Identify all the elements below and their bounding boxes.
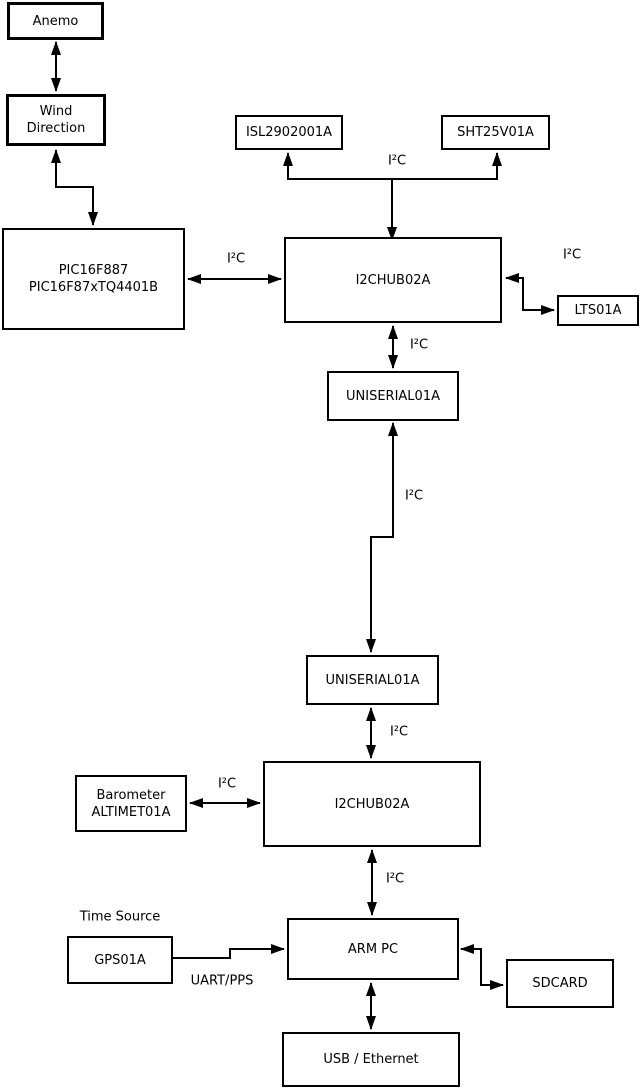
i2c-label-pic-hub: I²C [225,251,247,267]
isl-label: ISL2902001A [245,125,333,140]
i2chub-top-box: I2CHUB02A [284,237,502,323]
i2c-label-hub2-armpc: I²C [384,871,406,887]
barometer-box: Barometer ALTIMET01A [75,775,187,832]
uart-pps-label: UART/PPS [189,973,255,989]
pic-label-line2: PIC16F87xTQ4401B [28,280,159,295]
anemo-label: Anemo [32,13,79,29]
wind-direction-label-line1: Wind [39,104,73,119]
sht-label: SHT25V01A [457,125,534,140]
i2chub-top-label: I2CHUB02A [355,272,431,288]
sht-sensor-box: SHT25V01A [441,115,550,150]
connector-uniserialupper-uniseriallower [366,422,398,653]
uniserial-upper-label: UNISERIAL01A [346,388,440,404]
isl-sensor-box: ISL2902001A [235,115,343,150]
i2c-label-uniserial-hub2: I²C [388,724,410,740]
anemo-box: Anemo [7,2,104,40]
connector-i2chubtop-lts [505,273,555,315]
uniserial-upper-box: UNISERIAL01A [327,371,459,421]
i2c-label-hub-uniserial: I²C [408,337,430,353]
time-source-label: Time Source [78,909,162,925]
arm-pc-label: ARM PC [347,941,399,957]
connector-winddirection-pic [51,149,98,226]
sdcard-label: SDCARD [532,976,588,991]
wind-direction-label-line2: Direction [26,121,86,136]
barometer-label-line2: ALTIMET01A [91,804,171,820]
uniserial-lower-label: UNISERIAL01A [325,672,420,688]
lts-sensor-box: LTS01A [557,295,639,326]
arm-pc-box: ARM PC [287,918,459,980]
barometer-label-line1: Barometer [96,787,166,803]
i2c-label-hub-lts: I²C [561,247,583,263]
i2c-label-barometer-hub2: I²C [216,776,238,792]
connector-armpc-sdcard [460,944,504,990]
sdcard-box: SDCARD [506,959,614,1008]
i2c-label-uniserial-link: I²C [403,488,425,504]
usb-ethernet-box: USB / Ethernet [282,1032,460,1087]
pic-microcontroller-box: PIC16F887 PIC16F87xTQ4401B [2,228,185,330]
usb-ethernet-label: USB / Ethernet [323,1052,419,1067]
gps-box: GPS01A [67,936,173,984]
i2chub-bottom-label: I2CHUB02A [334,796,410,812]
uniserial-lower-box: UNISERIAL01A [306,655,439,705]
lts-label: LTS01A [574,303,622,318]
pic-label-line1: PIC16F887 [58,263,129,278]
i2c-label-sensor-branch: I²C [386,153,408,169]
gps-label: GPS01A [94,952,146,968]
connector-branch-sht [392,152,502,180]
connector-i2chubtop-isl [283,152,397,241]
i2chub-bottom-box: I2CHUB02A [263,761,481,847]
connector-gps-armpc [173,944,285,959]
wind-direction-box: Wind Direction [6,94,106,146]
